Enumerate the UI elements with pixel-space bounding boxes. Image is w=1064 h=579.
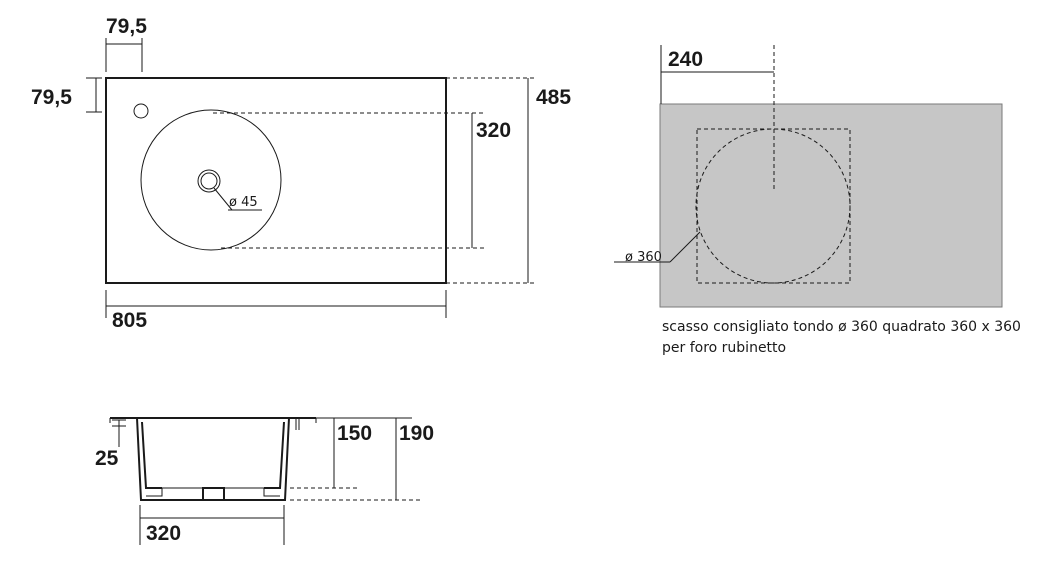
circle-diameter-label: ø 360 [625, 250, 662, 265]
cutout-note-line1: scasso consigliato tondo ø 360 quadrato … [662, 319, 1021, 335]
width-label: 805 [112, 309, 147, 332]
section-view: 25 150 190 320 [95, 417, 434, 545]
bowl-diameter-label: 320 [476, 119, 511, 142]
circle-leader [669, 231, 701, 263]
rim-thickness-label: 25 [95, 447, 119, 470]
drain-hole-outer [197, 169, 221, 193]
tap-offset-y-label: 79,5 [31, 86, 72, 109]
total-height-label: 190 [399, 422, 434, 445]
depth-label: 485 [536, 86, 571, 109]
cutout-offset-label: 240 [668, 48, 703, 71]
bowl-profile [136, 417, 290, 501]
drain-hole-inner [200, 172, 218, 190]
cutout-view: 240 ø 360 scasso consigliato tondo ø 360… [614, 45, 1021, 356]
drain-diameter-label: ø 45 [229, 195, 258, 210]
round-cutout [695, 128, 851, 284]
tap-hole [133, 103, 149, 119]
drain-outlet [202, 487, 225, 500]
bowl-width-label: 320 [146, 522, 181, 545]
cutout-note-line2: per foro rubinetto [662, 340, 786, 356]
top-view: 79,5 79,5 805 485 320 ø 45 [31, 15, 571, 332]
basin-outline [105, 77, 447, 284]
bowl-outline [140, 109, 282, 251]
inner-depth-label: 150 [337, 422, 372, 445]
tap-offset-x-label: 79,5 [106, 15, 147, 38]
countertop-panel [659, 103, 1003, 308]
drain-leader [213, 187, 233, 211]
